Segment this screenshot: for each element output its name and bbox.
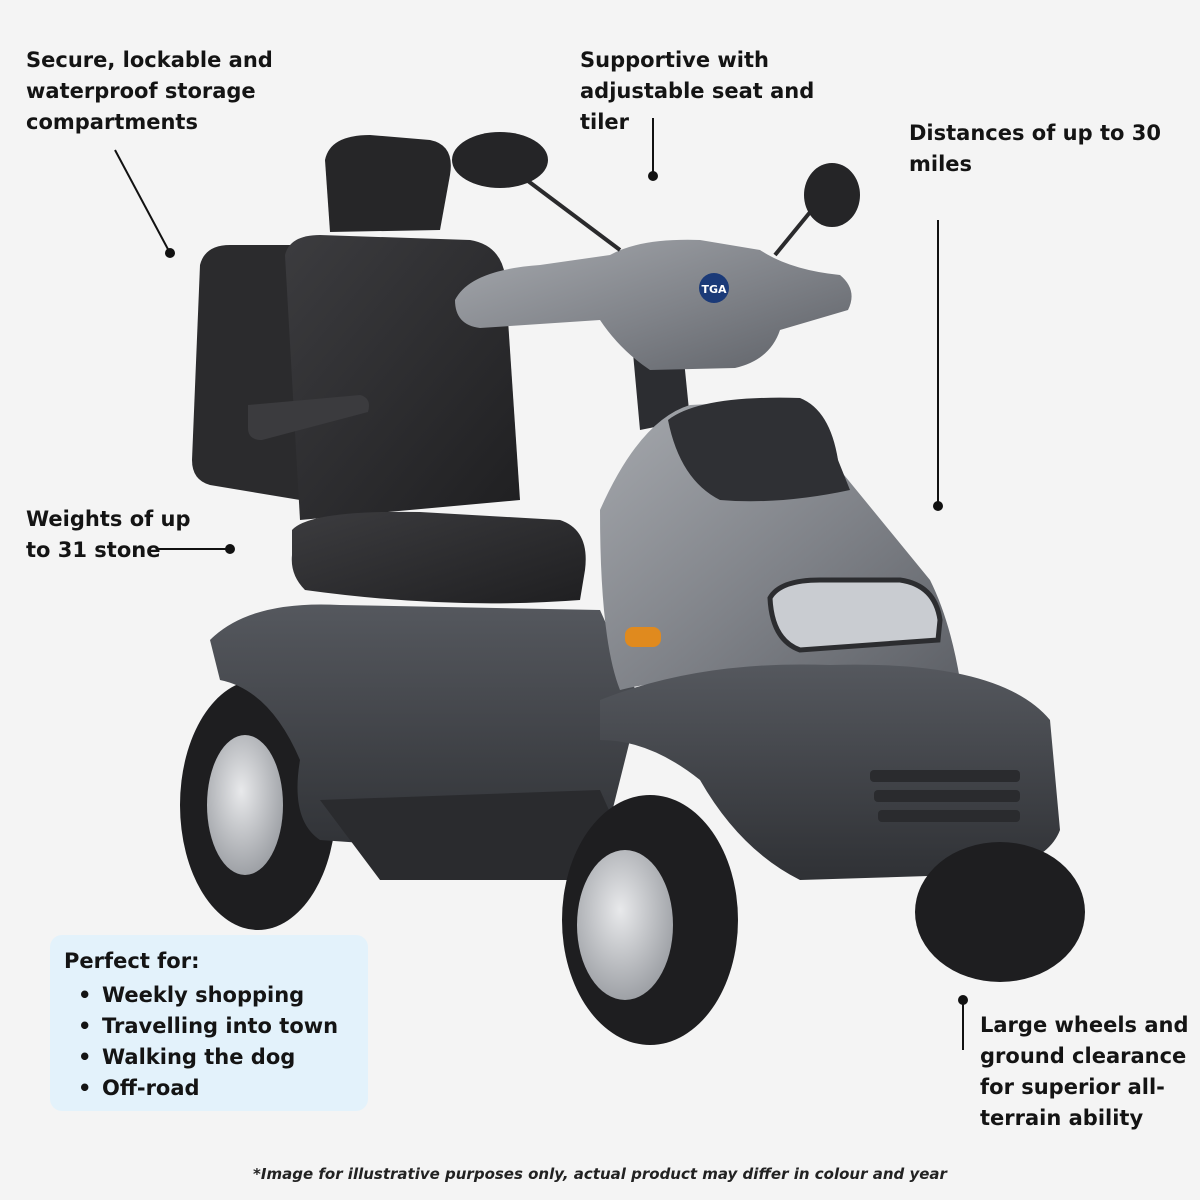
callout-storage: Secure, lockable and waterproof storage … xyxy=(26,48,273,134)
front-right-wheel xyxy=(915,842,1085,982)
bumper-grille xyxy=(870,770,1020,822)
footboard xyxy=(320,790,640,880)
mirror-right xyxy=(773,163,860,257)
list-item: Off-road xyxy=(64,1073,338,1104)
perfect-for-list: Weekly shopping Travelling into town Wal… xyxy=(64,980,338,1104)
perfect-for-box: Perfect for: Weekly shopping Travelling … xyxy=(50,935,368,1111)
perfect-for-title: Perfect for: xyxy=(64,949,200,973)
mirror-left xyxy=(452,132,622,252)
storage-box xyxy=(192,245,300,500)
callout-wheels: Large wheels and ground clearance for su… xyxy=(980,1013,1189,1130)
list-item: Travelling into town xyxy=(64,1011,338,1042)
seat-cushion xyxy=(291,511,586,604)
headlight xyxy=(767,577,943,653)
list-item: Walking the dog xyxy=(64,1042,338,1073)
armrest xyxy=(248,395,369,440)
list-item: Weekly shopping xyxy=(64,980,338,1011)
callout-seat: Supportive with adjustable seat and tile… xyxy=(580,48,815,134)
callout-weight: Weights of up to 31 stone xyxy=(26,507,191,562)
front-left-wheel xyxy=(562,795,738,1045)
indicator-light xyxy=(625,627,661,647)
brand-badge-icon xyxy=(699,273,729,303)
fairing-panel xyxy=(668,397,850,502)
callout-lines xyxy=(114,118,968,1050)
callout-distance: Distances of up to 30 miles xyxy=(909,121,1161,176)
disclaimer: *Image for illustrative purposes only, a… xyxy=(253,1165,947,1183)
front-bumper xyxy=(600,664,1060,880)
handlebar-console xyxy=(455,239,852,370)
brand-badge-text: TGA xyxy=(701,283,727,296)
headrest xyxy=(325,135,451,232)
